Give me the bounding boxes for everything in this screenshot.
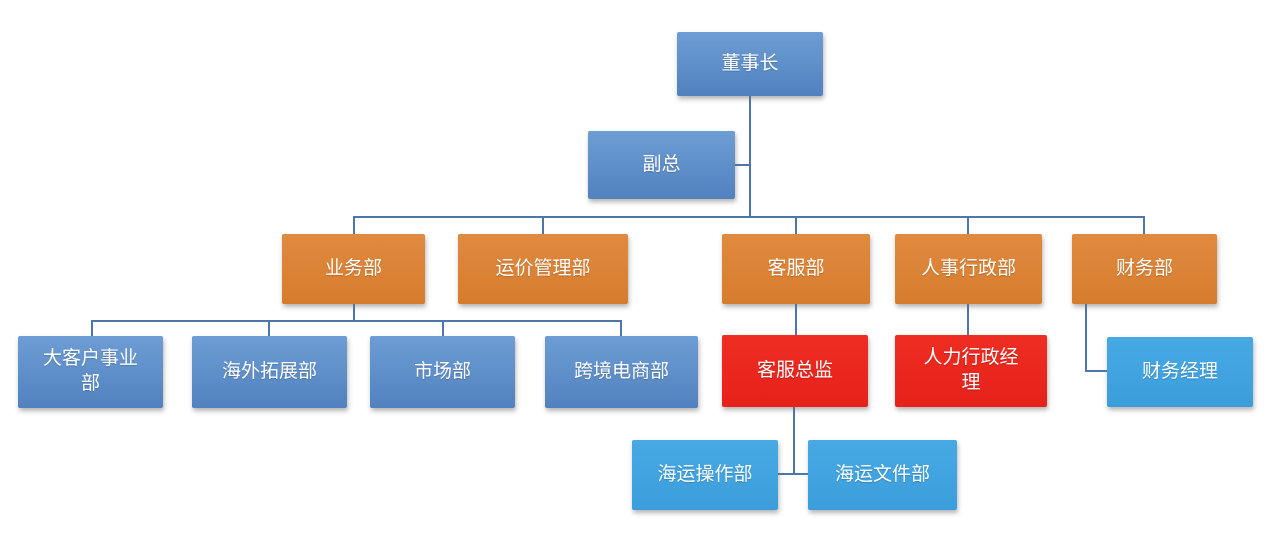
node-label: 跨境电商部 (573, 360, 669, 382)
connector-vice-president-stub (735, 164, 749, 166)
connector-cs-to-director (795, 304, 797, 335)
node-label: 人事行政部 (920, 257, 1016, 279)
connector-chairman-vline (749, 96, 751, 217)
org-node-cs-director: 客服总监 (722, 335, 868, 407)
node-label: 海运操作部 (657, 463, 753, 485)
connector-drop-hr-admin (967, 217, 969, 234)
org-node-ocean-docs-dept: 海运文件部 (808, 440, 957, 510)
org-node-marketing-dept: 市场部 (370, 336, 515, 408)
org-node-chairman: 董事长 (677, 32, 823, 96)
connector-drop-pricing (542, 217, 544, 234)
org-node-finance-manager: 财务经理 (1107, 337, 1253, 407)
org-node-vice-president: 副总 (588, 131, 735, 199)
org-node-ocean-ops-dept: 海运操作部 (632, 440, 778, 510)
node-label: 财务部 (1115, 257, 1173, 279)
connector-drop-marketing (442, 321, 444, 336)
connector-drop-ecommerce (620, 321, 622, 336)
connector-finance-elbow-hline (1085, 370, 1107, 372)
node-label: 海外拓展部 (221, 360, 317, 382)
org-node-finance-dept: 财务部 (1072, 234, 1217, 304)
org-node-key-account-dept: 大客户事业部 (18, 336, 163, 408)
connector-hr-to-manager (967, 304, 969, 335)
connector-business-hline (91, 320, 622, 322)
org-node-customer-service-dept: 客服部 (722, 234, 870, 304)
node-label: 客服部 (767, 257, 825, 279)
node-label: 董事长 (721, 52, 779, 74)
org-node-ecommerce-dept: 跨境电商部 (545, 336, 698, 408)
node-label: 业务部 (324, 257, 382, 279)
connector-drop-customer-service (795, 217, 797, 234)
connector-drop-business (353, 217, 355, 234)
connector-finance-elbow-vline (1085, 304, 1087, 372)
org-node-hr-manager: 人力行政经理 (895, 335, 1047, 407)
node-label: 大客户事业部 (42, 348, 138, 394)
node-label: 财务经理 (1141, 360, 1218, 382)
node-label: 市场部 (413, 360, 471, 382)
connector-drop-key-account (91, 321, 93, 336)
org-node-pricing-dept: 运价管理部 (458, 234, 628, 304)
connector-business-vline (353, 304, 355, 321)
org-node-business-dept: 业务部 (282, 234, 425, 304)
connector-level2-hline (353, 216, 1145, 218)
node-label: 副总 (642, 153, 681, 175)
node-label: 海运文件部 (834, 463, 930, 485)
connector-drop-finance (1143, 217, 1145, 234)
node-label: 客服总监 (756, 359, 833, 381)
connector-ocean-hline (778, 473, 808, 475)
connector-drop-overseas (268, 321, 270, 336)
org-node-overseas-dept: 海外拓展部 (192, 336, 347, 408)
connector-director-vline (793, 407, 795, 475)
org-node-hr-admin-dept: 人事行政部 (895, 234, 1042, 304)
node-label: 运价管理部 (495, 257, 591, 279)
node-label: 人力行政经理 (923, 347, 1019, 393)
